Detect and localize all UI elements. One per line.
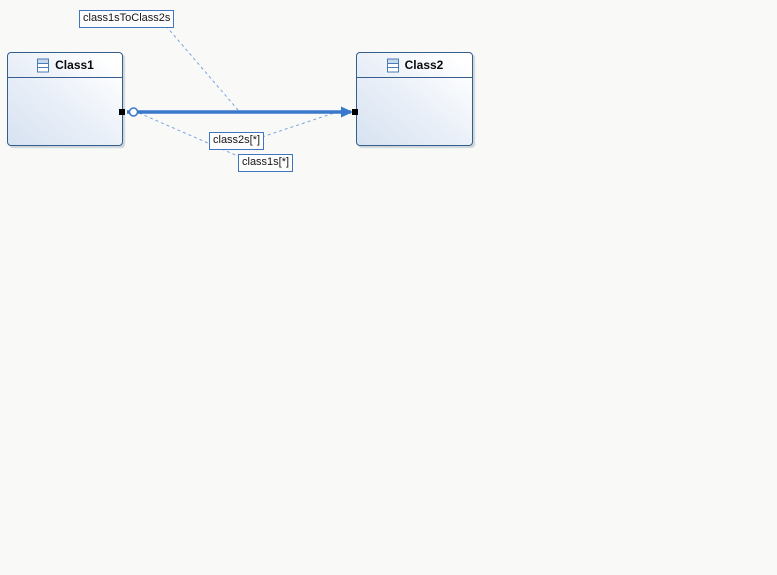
association-source-role-label[interactable]: class1s[*] <box>238 154 294 172</box>
class-icon-name-compartment <box>386 58 399 64</box>
edge-source-endpoint-handle[interactable] <box>119 109 125 115</box>
class-icon-name-compartment <box>37 58 50 64</box>
class2-name: Class2 <box>404 58 444 72</box>
name-label-attachment-line <box>165 25 239 111</box>
class1-header[interactable]: Class1 <box>8 53 122 78</box>
edge-target-arrow-icon <box>341 106 353 118</box>
target-role-attachment-line <box>261 110 341 138</box>
association-name-label[interactable]: class1sToClass2s <box>79 10 175 28</box>
class-icon <box>386 58 399 72</box>
edge-source-circle-icon <box>128 107 139 117</box>
class-node-class2[interactable]: Class2 <box>356 52 473 146</box>
class2-header[interactable]: Class2 <box>357 53 472 78</box>
association-target-role-label[interactable]: class2s[*] <box>209 132 265 150</box>
class-icon <box>37 58 50 72</box>
class-node-class1[interactable]: Class1 <box>7 52 123 146</box>
edge-target-endpoint-handle[interactable] <box>352 109 358 115</box>
class1-name: Class1 <box>55 58 94 72</box>
